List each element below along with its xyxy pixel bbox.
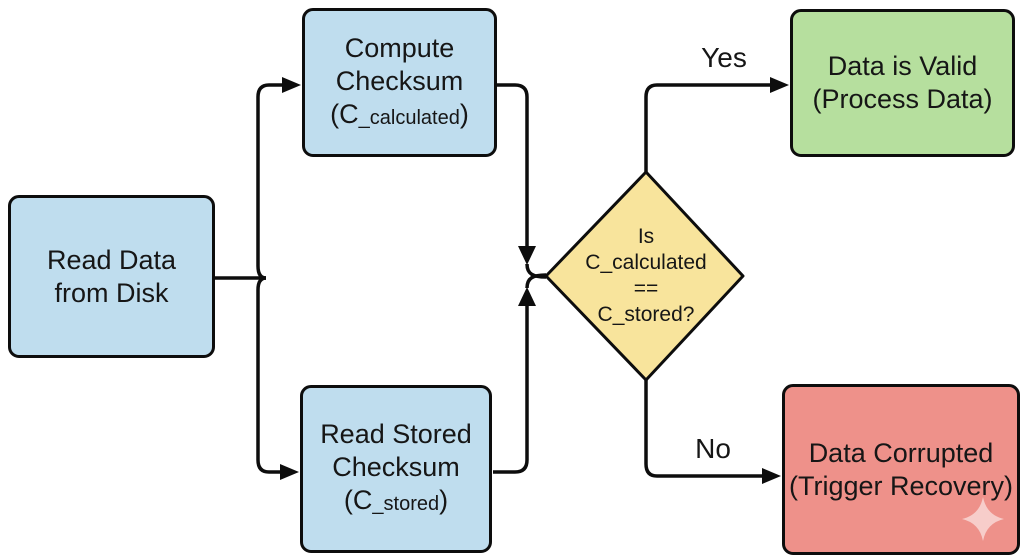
arrowhead-icon [282, 77, 301, 93]
node-label-line: (Trigger Recovery) [788, 470, 1014, 501]
decision-line: == [633, 277, 659, 300]
decision-line: C_stored? [597, 303, 695, 326]
node-data-corrupted: Data Corrupted (Trigger Recovery) [782, 384, 1020, 555]
decision-label: Is C_calculated == C_stored? [546, 224, 746, 328]
formula-close: ) [439, 485, 449, 515]
edge-yes [644, 83, 770, 172]
formula-subscript: _calculated [358, 106, 460, 129]
node-label-line: Data is Valid [827, 51, 978, 81]
formula-close: ) [459, 98, 469, 129]
node-label-line: (Process Data) [812, 84, 993, 114]
node-label-line: Read Data [46, 244, 177, 275]
edge-to-compute-checksum [256, 83, 283, 280]
node-label-line: Checksum [335, 65, 464, 96]
yes-edge-label: Yes [701, 42, 747, 73]
formula-open: (C [343, 485, 373, 515]
node-label-line: Compute [344, 32, 455, 63]
edge-stored-to-decision [493, 306, 529, 474]
decision-line: Is [637, 225, 655, 248]
node-label-line: Read Stored [320, 419, 472, 449]
arrowhead-icon [280, 464, 299, 480]
node-formula-line: (C_stored) [344, 484, 448, 520]
node-formula-line: (C_calculated) [330, 98, 469, 134]
node-data-is-valid: Data is Valid (Process Data) [790, 9, 1015, 157]
edge-hook-top [525, 263, 547, 279]
node-label-line: from Disk [54, 277, 169, 308]
no-edge-label: No [695, 433, 731, 464]
edge-compute-to-decision [497, 83, 529, 246]
decision-line: C_calculated [585, 251, 707, 274]
node-label-line: Checksum [332, 452, 460, 482]
node-read-stored-checksum: Read Stored Checksum (C_stored) [300, 385, 492, 553]
arrowhead-icon [518, 246, 536, 265]
arrowhead-icon [770, 77, 789, 93]
formula-open: (C [330, 98, 359, 129]
edge-to-read-stored [256, 276, 281, 474]
arrowhead-icon [518, 287, 536, 306]
node-read-data-from-disk: Read Data from Disk [8, 195, 215, 358]
edge-hook-bottom [525, 273, 547, 289]
node-compute-checksum: Compute Checksum (C_calculated) [302, 8, 497, 157]
node-label-line: Data Corrupted [808, 437, 994, 468]
arrowhead-icon [762, 468, 781, 484]
formula-subscript: _stored [372, 493, 440, 515]
